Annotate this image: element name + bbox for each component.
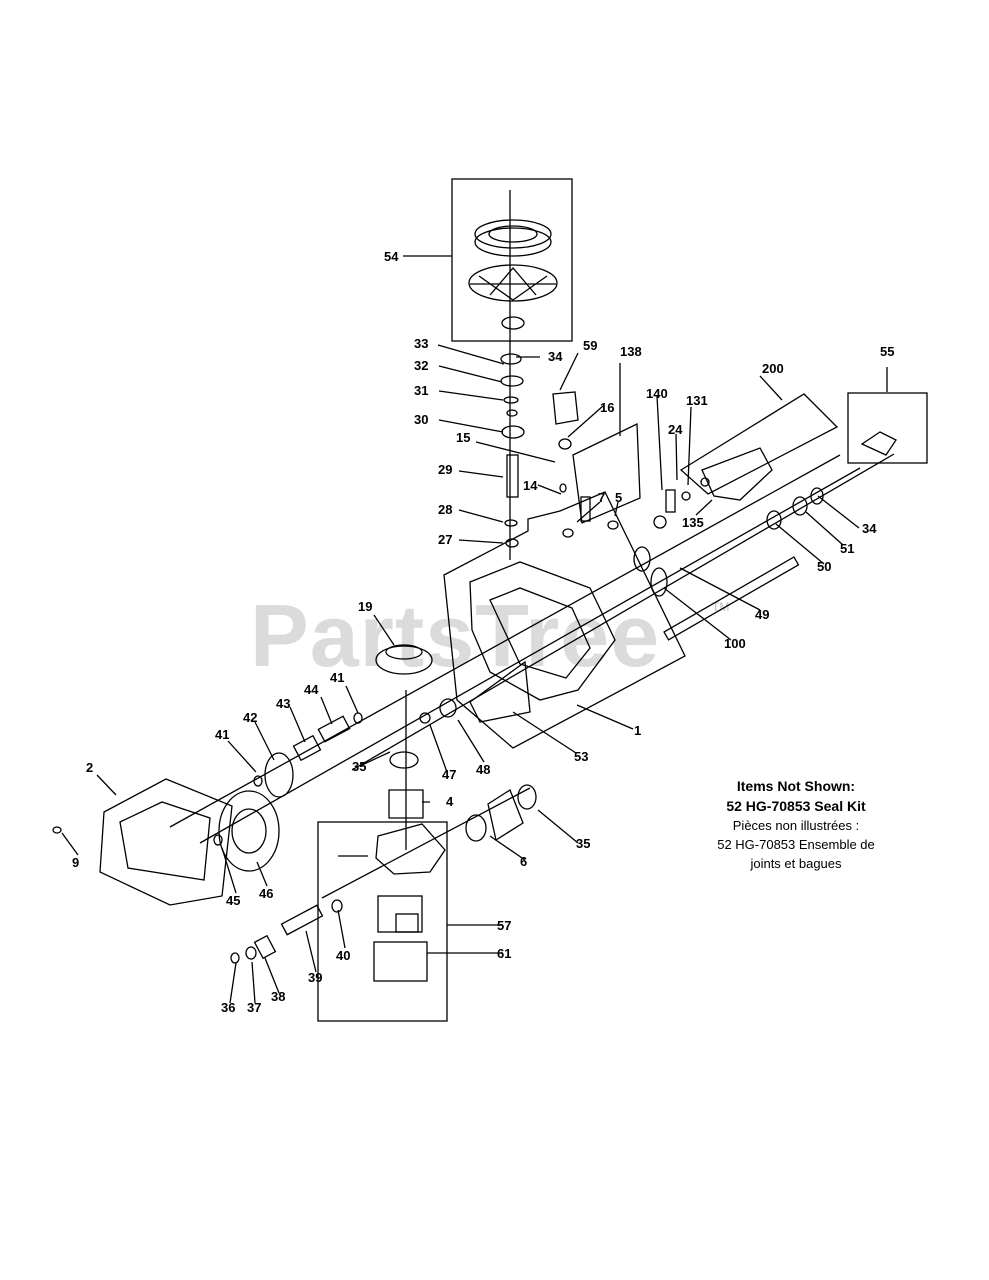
callout-1: 1 <box>634 723 641 738</box>
callout-35-right: 35 <box>576 836 590 851</box>
callout-40: 40 <box>336 948 350 963</box>
callout-19: 19 <box>358 599 372 614</box>
callout-38: 38 <box>271 989 285 1004</box>
callout-53: 53 <box>574 749 588 764</box>
callout-36: 36 <box>221 1000 235 1015</box>
notes-french-line2: joints et bagues <box>750 856 842 871</box>
pulley-fan-group-box <box>451 178 573 342</box>
callout-34-top: 34 <box>548 349 563 364</box>
callout-37: 37 <box>247 1000 261 1015</box>
callout-59: 59 <box>583 338 597 353</box>
callout-100: 100 <box>724 636 746 651</box>
callout-140: 140 <box>646 386 668 401</box>
callout-61: 61 <box>497 946 511 961</box>
callout-200: 200 <box>762 361 784 376</box>
callout-16: 16 <box>600 400 614 415</box>
notes-french-heading: Pièces non illustrées : <box>732 818 860 833</box>
callout-5: 5 <box>615 490 622 505</box>
callout-46: 46 <box>259 886 273 901</box>
callout-27: 27 <box>438 532 452 547</box>
watermark-trademark: TM <box>712 600 730 614</box>
callout-45: 45 <box>226 893 240 908</box>
callout-51: 51 <box>840 541 854 556</box>
callout-35-left: 35 <box>352 759 366 774</box>
callout-9: 9 <box>72 855 79 870</box>
callout-15: 15 <box>456 430 470 445</box>
callout-32: 32 <box>414 358 428 373</box>
callout-49: 49 <box>755 607 769 622</box>
callout-24: 24 <box>668 422 683 437</box>
callout-29: 29 <box>438 462 452 477</box>
callout-55: 55 <box>880 344 894 359</box>
callout-7: 7 <box>598 490 605 505</box>
callout-41-lower: 41 <box>215 727 229 742</box>
callout-138: 138 <box>620 344 642 359</box>
callout-131: 131 <box>686 393 708 408</box>
callout-135: 135 <box>682 515 704 530</box>
callout-30: 30 <box>414 412 428 427</box>
bracket-200-outline <box>679 393 839 495</box>
callout-57: 57 <box>497 918 511 933</box>
callout-28: 28 <box>438 502 452 517</box>
callout-43: 43 <box>276 696 290 711</box>
callout-50: 50 <box>817 559 831 574</box>
callout-33: 33 <box>414 336 428 351</box>
callout-6: 6 <box>520 854 527 869</box>
callout-54: 54 <box>384 249 399 264</box>
callout-41-upper: 41 <box>330 670 344 685</box>
callout-34-right: 34 <box>862 521 877 536</box>
callout-14: 14 <box>523 478 538 493</box>
notes-seal-kit: 52 HG-70853 Seal Kit <box>726 798 866 814</box>
callout-42: 42 <box>243 710 257 725</box>
notes-heading: Items Not Shown: <box>736 778 856 794</box>
notes-french-line1: 52 HG-70853 Ensemble de <box>717 837 875 852</box>
callout-44: 44 <box>304 682 319 697</box>
bracket-138-outline <box>572 422 641 524</box>
center-section-group-box <box>317 821 448 1022</box>
items-not-shown-note: Items Not Shown: 52 HG-70853 Seal Kit Pi… <box>706 776 886 873</box>
housing-group-outline <box>443 491 686 749</box>
callout-48: 48 <box>476 762 490 777</box>
linkage-group-box <box>847 392 928 464</box>
callout-47: 47 <box>442 767 456 782</box>
callout-31: 31 <box>414 383 428 398</box>
callout-4: 4 <box>446 794 454 809</box>
callout-39: 39 <box>308 970 322 985</box>
callout-2: 2 <box>86 760 93 775</box>
